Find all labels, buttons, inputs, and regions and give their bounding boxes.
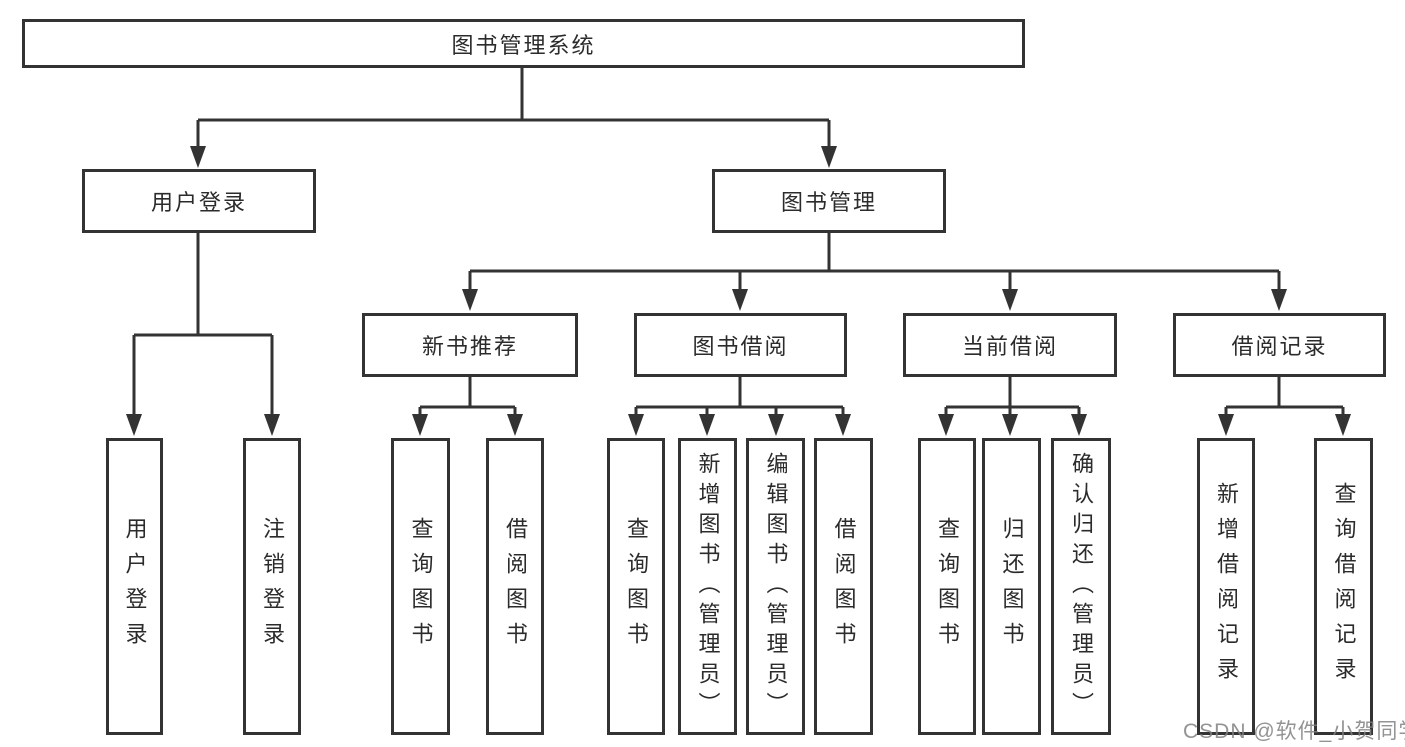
node-new-book-recommend: 新书推荐 — [362, 313, 578, 377]
csdn-watermark: CSDN @软件_小贺同学 — [1183, 720, 1405, 743]
node-book-borrowing: 图书借阅 — [634, 313, 847, 377]
node-book-management: 图书管理 — [712, 169, 946, 233]
leaf-user-login: 用户登录 — [106, 438, 163, 735]
leaf-confirm-return-admin: 确认归还（管理员） — [1051, 438, 1111, 735]
leaf-query-books-borrowing: 查询图书 — [607, 438, 665, 735]
node-borrowing-records: 借阅记录 — [1173, 313, 1386, 377]
node-current-borrowing: 当前借阅 — [903, 313, 1117, 377]
leaf-borrow-books-borrowing: 借阅图书 — [814, 438, 873, 735]
node-user-login: 用户登录 — [82, 169, 316, 233]
leaf-add-book-admin: 新增图书（管理员） — [678, 438, 737, 735]
leaf-borrow-books-recommend: 借阅图书 — [486, 438, 544, 735]
leaf-query-books-recommend: 查询图书 — [391, 438, 450, 735]
leaf-edit-book-admin: 编辑图书（管理员） — [746, 438, 805, 735]
leaf-query-books-current: 查询图书 — [918, 438, 976, 735]
leaf-logout: 注销登录 — [243, 438, 301, 735]
leaf-return-book: 归还图书 — [982, 438, 1041, 735]
node-library-management-system: 图书管理系统 — [22, 19, 1025, 68]
leaf-query-borrow-record: 查询借阅记录 — [1314, 438, 1373, 735]
leaf-add-borrow-record: 新增借阅记录 — [1197, 438, 1255, 735]
